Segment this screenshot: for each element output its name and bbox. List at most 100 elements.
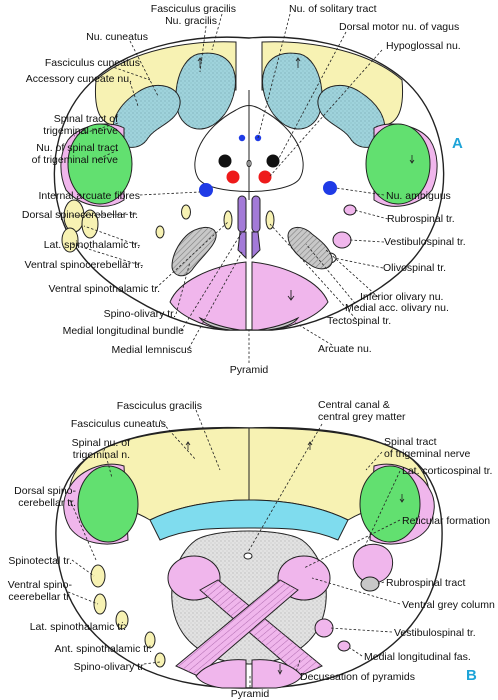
b-label-ventral-spino-2: ceerebellar tr.	[8, 591, 72, 603]
b-rubrospinal-right	[360, 576, 380, 592]
a-trigeminal-nucleus-right	[365, 123, 431, 205]
a-label-accessory-cuneate: Accessory cuneate nu.	[26, 73, 132, 85]
b-label-rubrospinal-tract: Rubrospinal tract	[386, 577, 465, 589]
b-label-central-canal-1: Central canal &	[318, 399, 390, 411]
panel-b-label: B	[466, 667, 477, 684]
a-label-arcuate-nu: Arcuate nu.	[318, 343, 372, 355]
b-decussation-band-1-lines	[200, 580, 322, 676]
a-hypoglossal-right	[258, 170, 272, 184]
a-label-fasciculus-gracilis: Fasciculus gracilis	[151, 3, 236, 15]
a-label-nu-ambiguus: Nu. ambiguus	[386, 190, 451, 202]
a-label-inferior-olivary: Inferior olivary nu.	[360, 291, 443, 303]
a-label-nu-spinal-1: Nu. of spinal tract	[36, 142, 118, 154]
a-nu-gracilis-left-stipple	[175, 53, 236, 130]
b-tract-arrow-2	[307, 441, 313, 450]
b-pyramid-right	[251, 659, 303, 689]
section-b	[55, 426, 443, 689]
b-label-spinal-nu-trig-1: Spinal nu. of	[72, 437, 130, 449]
a-label-spinal-tract-2: trigeminal nerve	[43, 125, 118, 137]
b-label-spino-olivary: Spino-olivary tr.	[74, 661, 146, 673]
b-ventral-spinocerebellar-left	[93, 593, 107, 615]
b-central-grey-cyan	[149, 499, 349, 541]
a-tract-arrow-2	[197, 57, 203, 68]
a-label-ventral-spinothalamic: Ventral spinothalamic tr.	[49, 283, 160, 295]
a-ventral-spinocerebellar-left	[61, 227, 79, 253]
b-tract-arrow-1	[185, 441, 191, 450]
a-nu-ambiguus-left	[199, 183, 213, 197]
b-label-ventral-grey-column: Ventral grey column	[402, 599, 495, 611]
a-label-nu-solitary: Nu. of solitary tract	[289, 3, 377, 15]
b-label-fasciculus-cuneatus: Fasciculus cuneatus	[71, 418, 166, 430]
b-pyramid-left	[195, 659, 247, 689]
a-arcuate-right	[257, 316, 300, 331]
a-label-spino-olivary: Spino-olivary tr.	[104, 308, 176, 320]
b-label-pyramid: Pyramid	[231, 688, 270, 700]
a-trigeminal-nucleus-left	[67, 123, 133, 205]
a-arcuate-left	[198, 316, 241, 331]
b-label-spinal-tract-trig-1: Spinal tract	[384, 436, 437, 448]
section-a-leaders	[69, 13, 389, 363]
section-a-labels: Fasciculus gracilis Nu. gracilis Nu. of …	[22, 3, 466, 376]
a-tract-arrow-3	[295, 57, 301, 68]
a-vestibulospinal-right	[332, 231, 352, 249]
a-nu-cuneatus-left-stipple	[113, 85, 181, 148]
a-medial-longitudinal-right	[251, 195, 261, 233]
a-medial-lemniscus-left	[237, 231, 247, 260]
b-label-dorsal-spino-1: Dorsal spino-	[14, 485, 76, 497]
b-label-fasciculus-gracilis: Fasciculus gracilis	[117, 400, 202, 412]
a-central-canal-mark: 0	[246, 158, 252, 170]
b-label-spinal-nu-trig-2: trigeminal n.	[73, 449, 130, 461]
a-pyramid-arrow	[287, 290, 295, 301]
b-label-dorsal-spino-2: cerebellar tr.	[18, 497, 76, 509]
b-trigeminal-nucleus-right	[359, 465, 421, 543]
b-central-canal	[243, 552, 253, 560]
a-rubrospinal-right	[343, 204, 357, 216]
a-solitary-nucleus-left	[238, 134, 246, 142]
a-label-medial-long-bundle: Medial longitudinal bundle	[63, 325, 185, 337]
b-label-mlf: Medial longitudinal fas.	[364, 651, 471, 663]
b-vestibulospinal-right	[314, 618, 334, 638]
section-a: 0	[53, 36, 445, 331]
a-rubrospinal-left	[181, 204, 191, 220]
a-label-olivospinal: Olivospinal tr.	[383, 262, 446, 274]
a-label-dorsal-motor-vagus: Dorsal motor nu. of vagus	[339, 21, 459, 33]
a-label-pyramid: Pyramid	[230, 364, 269, 376]
a-label-nu-cuneatus: Nu. cuneatus	[86, 31, 148, 43]
a-tectospinal-left	[223, 210, 233, 230]
panel-a-label: A	[452, 135, 463, 152]
b-spinotectal-left	[90, 564, 106, 588]
b-label-reticular-formation: Reticular formation	[402, 515, 490, 527]
section-b-labels: Fasciculus gracilis Central canal & cent…	[8, 399, 495, 700]
b-spino-olivary-left	[154, 652, 166, 668]
a-label-dorsal-spinocerebellar: Dorsal spinocerebellar tr.	[22, 209, 138, 221]
a-label-tectospinal: Tectospinal tr.	[327, 315, 391, 327]
a-tectospinal-right	[265, 210, 275, 230]
a-label-lat-spinothalamic: Lat. spinothalamic tr.	[44, 239, 140, 251]
a-medial-longitudinal-left	[237, 195, 247, 233]
b-label-vestibulospinal: Vestibulospinal tr.	[394, 627, 476, 639]
a-label-fasciculus-cuneatus: Fasciculus cuneatus	[45, 57, 140, 69]
a-label-hypoglossal: Hypoglossal nu.	[386, 40, 461, 52]
a-small-tract-left	[155, 225, 165, 239]
a-dorsal-vagus-left	[218, 154, 232, 168]
b-tract-arrow-4	[277, 664, 283, 675]
a-label-internal-arcuate: Internal arcuate fibres	[38, 190, 140, 202]
a-label-spinal-tract-1: Spinal tract of	[54, 113, 118, 125]
section-b-leaders	[67, 409, 401, 688]
a-inferior-olive-right-hatch	[288, 227, 333, 269]
a-dorsal-vagus-right	[266, 154, 280, 168]
a-label-medial-lemniscus: Medial lemniscus	[111, 344, 192, 356]
b-label-lat-spinothalamic: Lat. spinothalamic tr.	[30, 621, 126, 633]
b-label-decussation: Decussation of pyramids	[300, 671, 415, 683]
a-label-nu-gracilis: Nu. gracilis	[165, 15, 217, 27]
a-nu-gracilis-right-stipple	[262, 53, 323, 130]
b-label-spinotectal: Spinotectal tr.	[8, 555, 72, 567]
b-tract-arrow-3	[399, 494, 405, 503]
a-nu-ambiguus-right	[323, 181, 337, 195]
a-nu-cuneatus-right-stipple	[317, 85, 385, 148]
a-medial-lemniscus-right	[251, 231, 261, 260]
b-label-lat-corticospinal: Lat. corticospinal tr.	[402, 465, 492, 477]
a-label-nu-spinal-2: of trigeminal nerve	[32, 154, 119, 166]
b-mlf-right	[337, 640, 351, 652]
